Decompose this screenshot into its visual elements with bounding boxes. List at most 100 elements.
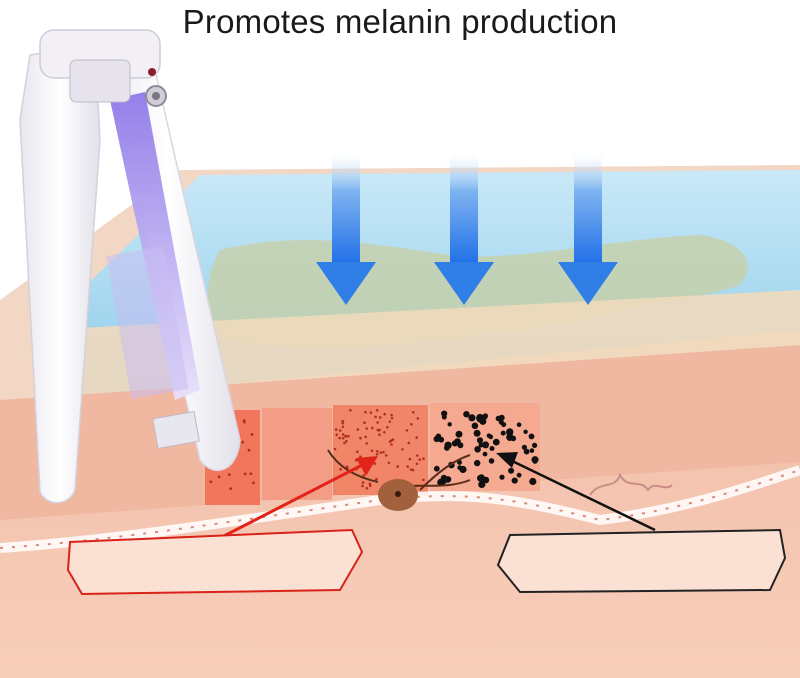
pigment-dot bbox=[333, 447, 337, 451]
melanin-dot bbox=[489, 446, 495, 451]
melanin-dot bbox=[495, 415, 502, 422]
pigment-dot bbox=[375, 409, 379, 412]
melanin-dot bbox=[511, 477, 518, 484]
melanin-dot bbox=[473, 429, 481, 437]
pigment-dot bbox=[362, 474, 366, 477]
pigment-dot bbox=[386, 425, 389, 429]
pigment-dot bbox=[341, 436, 345, 440]
melanin-dot bbox=[477, 474, 484, 482]
pigment-dot bbox=[388, 420, 392, 423]
pigment-dot bbox=[371, 426, 374, 430]
pigment-dot bbox=[338, 436, 342, 440]
melanin-dot bbox=[521, 444, 528, 450]
pigment-dot bbox=[339, 468, 342, 471]
pigment-dot bbox=[373, 462, 377, 465]
pigment-dot bbox=[368, 482, 372, 486]
pigment-dot bbox=[365, 486, 369, 490]
melanin-dot bbox=[516, 422, 522, 428]
melanin-dot bbox=[474, 459, 481, 467]
pigment-dot bbox=[344, 435, 347, 438]
indicator-light-icon bbox=[148, 68, 156, 76]
pigment-dot bbox=[338, 429, 342, 432]
melanin-dot bbox=[444, 476, 452, 483]
melanin-dot bbox=[532, 442, 538, 448]
pigment-dot bbox=[396, 465, 400, 468]
melanin-dot bbox=[471, 422, 479, 430]
pigment-dot bbox=[416, 454, 419, 457]
pigment-dot bbox=[378, 433, 381, 437]
pigment-dot bbox=[243, 472, 247, 476]
melanin-dot bbox=[488, 458, 495, 464]
pigment-dot bbox=[390, 413, 393, 417]
pigment-dot bbox=[415, 436, 419, 439]
melanin-dot bbox=[459, 465, 467, 474]
pigment-dots bbox=[208, 408, 425, 491]
pigment-dot bbox=[401, 448, 404, 451]
pigment-dot bbox=[422, 478, 425, 482]
melanin-dot bbox=[468, 414, 476, 422]
pigment-dot bbox=[252, 481, 255, 485]
melanin-dot bbox=[529, 477, 537, 486]
melanin-dot bbox=[463, 411, 470, 418]
black-pointer-arrow bbox=[496, 452, 656, 532]
pigment-dot bbox=[411, 468, 415, 472]
pigment-dot bbox=[415, 462, 419, 466]
melanin-dot bbox=[499, 474, 505, 480]
pigment-dot bbox=[365, 427, 369, 430]
capillary bbox=[589, 472, 673, 496]
pigment-dot bbox=[378, 416, 382, 419]
pigment-dot bbox=[376, 450, 379, 453]
pigment-dot bbox=[407, 441, 411, 445]
uv-sanitizer-device bbox=[19, 29, 241, 504]
uv-ray-arrow bbox=[558, 150, 618, 305]
pigment-dot bbox=[375, 453, 379, 456]
pigment-dot bbox=[412, 411, 415, 414]
uv-ray-arrow bbox=[434, 150, 494, 305]
pigment-dot bbox=[384, 454, 388, 457]
pigment-dot bbox=[249, 472, 253, 476]
melanin-dot bbox=[528, 433, 535, 440]
pigment-dot bbox=[387, 461, 391, 465]
melanin-dot bbox=[523, 448, 530, 455]
pigment-dot bbox=[365, 442, 369, 445]
pigment-dot bbox=[227, 473, 231, 476]
pigment-dot bbox=[349, 408, 352, 412]
melanin-dot bbox=[508, 467, 515, 474]
pigment-dot bbox=[217, 475, 221, 479]
pigment-dot bbox=[341, 420, 344, 423]
pigment-dot bbox=[379, 451, 383, 454]
pigment-dot bbox=[378, 428, 381, 432]
pigment-dot bbox=[341, 433, 345, 436]
page-title: Promotes melanin production bbox=[182, 3, 618, 40]
pigment-dot bbox=[390, 443, 393, 446]
pigment-dot bbox=[361, 484, 364, 488]
melanin-dot bbox=[500, 430, 506, 436]
pigment-dot bbox=[422, 457, 425, 461]
pigment-dot bbox=[243, 420, 246, 424]
melanin-dot bbox=[529, 448, 535, 453]
pigment-dot bbox=[369, 411, 373, 414]
melanin-dot bbox=[447, 422, 452, 427]
pigment-dot bbox=[361, 481, 365, 484]
uv-arrows bbox=[316, 150, 618, 305]
pigment-dot bbox=[391, 438, 395, 441]
skin-block bbox=[0, 165, 800, 678]
melanin-dot bbox=[532, 459, 538, 464]
pigment-dot bbox=[345, 465, 349, 469]
pigment-dot bbox=[354, 458, 358, 462]
pigment-dot bbox=[409, 468, 413, 471]
melanin-dot bbox=[476, 413, 484, 422]
pigment-dot bbox=[370, 449, 374, 453]
pigment-dot bbox=[359, 436, 362, 440]
melanin-dot bbox=[438, 436, 445, 443]
red-pointer-arrow bbox=[219, 456, 378, 540]
basement-membrane bbox=[0, 465, 800, 553]
pigment-dot bbox=[374, 415, 377, 419]
melanin-dot bbox=[516, 472, 522, 478]
melanin-dot bbox=[454, 438, 461, 445]
pigment-dot bbox=[364, 410, 367, 414]
melanin-dot bbox=[474, 446, 481, 453]
melanin-dot bbox=[501, 422, 507, 428]
pigment-dot bbox=[405, 429, 409, 432]
